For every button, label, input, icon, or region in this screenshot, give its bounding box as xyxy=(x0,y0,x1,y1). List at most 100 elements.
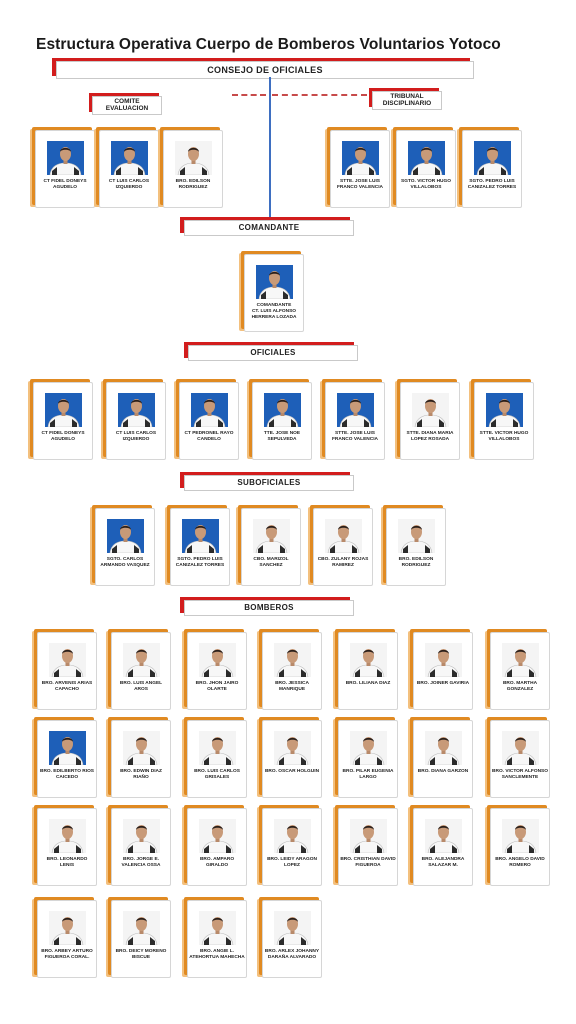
member-name: BRO. JOINER GAVIRIA xyxy=(416,681,470,686)
member-photo xyxy=(425,643,462,677)
member-photo xyxy=(253,519,290,553)
member-card: SGTO. PEDRO LUIS CANIZALEZ TORRES xyxy=(170,508,230,586)
portrait-icon xyxy=(264,393,301,427)
portrait-icon xyxy=(118,393,155,427)
member-photo xyxy=(502,731,539,765)
member-card: CT LUIS CARLOS IZQUIERDO xyxy=(99,130,159,208)
portrait-icon xyxy=(45,393,82,427)
member-name: BRO. ANGELO DAVID ROMERO xyxy=(495,857,545,868)
member-name: BRO. LILIANA DIAZ xyxy=(345,681,391,686)
portrait-icon xyxy=(486,393,523,427)
portrait-icon xyxy=(274,643,311,677)
member-photo xyxy=(175,141,212,175)
comite-banner: COMITE EVALUACION xyxy=(92,96,162,115)
member-name: BRO. EDILBERTO RIOS CAICEDO xyxy=(39,769,94,780)
portrait-icon xyxy=(256,265,293,299)
member-card: BRO. EDILSON RODRIGUEZ xyxy=(386,508,446,586)
member-card: CT PEDRONEL RAYO CANDELO xyxy=(179,382,239,460)
member-card: BRO. AMPARO GIRALDO xyxy=(187,808,247,886)
member-photo xyxy=(502,643,539,677)
member-card: BRO. ARLEX JOHANNY DARAÑA ALVARADO xyxy=(262,900,322,978)
portrait-icon xyxy=(199,643,236,677)
member-name: STTE. JOSE LUIS FRANCO VALENCIA xyxy=(336,179,383,190)
member-card: CT FIDEL DONEYS AGUDELO xyxy=(33,382,93,460)
member-name: CT PEDRONEL RAYO CANDELO xyxy=(184,431,234,442)
member-name: BRO. LUIS ANGEL AROS xyxy=(119,681,163,692)
member-card: CT FIDEL DONEYS AGUDELO xyxy=(35,130,95,208)
member-name: BRO. AMPARO GIRALDO xyxy=(199,857,235,868)
member-name: SGTO. CARLOS ARMANDO VASQUEZ xyxy=(100,557,150,568)
member-photo xyxy=(408,141,445,175)
member-name: BRO. ARLEX JOHANNY DARAÑA ALVARADO xyxy=(264,949,320,960)
member-photo xyxy=(49,731,86,765)
portrait-icon xyxy=(502,731,539,765)
member-card: STTE. DIANA MARIA LOPEZ ROSADA xyxy=(400,382,460,460)
member-name: BRO. JORGE E. VALENCIA OSSA xyxy=(121,857,161,868)
member-photo xyxy=(107,519,144,553)
member-photo xyxy=(412,393,449,427)
member-name: BRO. PILAR EUGENIA LARGO xyxy=(342,769,394,780)
portrait-icon xyxy=(107,519,144,553)
member-photo xyxy=(425,819,462,853)
member-card: BRO. VICTOR ALFONSO SANCLEMENTE xyxy=(490,720,550,798)
portrait-icon xyxy=(425,819,462,853)
member-card: BRO. EDILBERTO RIOS CAICEDO xyxy=(37,720,97,798)
member-name: CT LUIS CARLOS IZQUIERDO xyxy=(115,431,157,442)
member-name: BRO. EDILSON RODRIGUEZ xyxy=(398,557,434,568)
portrait-icon xyxy=(123,731,160,765)
member-name: CT LUIS CARLOS IZQUIERDO xyxy=(108,179,150,190)
member-photo xyxy=(47,141,84,175)
portrait-icon xyxy=(408,141,445,175)
portrait-icon xyxy=(502,643,539,677)
member-card: BRO. DEICY MORENO BISCUE xyxy=(111,900,171,978)
member-photo xyxy=(264,393,301,427)
member-fullname: CT. LUIS ALFONSO HERRERA LOZADA xyxy=(251,309,297,320)
member-name: BRO. EDWIN DIAZ RIAÑO xyxy=(120,769,162,780)
member-card: SGTO. VICTOR HUGO VILLALOBOS xyxy=(396,130,456,208)
tribunal-banner: TRIBUNAL DISCIPLINARIO xyxy=(372,91,442,110)
member-photo xyxy=(118,393,155,427)
portrait-icon xyxy=(253,519,290,553)
member-role: COMANDANTE xyxy=(256,303,292,308)
member-photo xyxy=(337,393,374,427)
portrait-icon xyxy=(191,393,228,427)
member-name: CBO. ZULANY ROJAS RAMIREZ xyxy=(317,557,369,568)
member-photo xyxy=(111,141,148,175)
member-card: BRO. ANGELO DAVID ROMERO xyxy=(490,808,550,886)
portrait-icon xyxy=(49,643,86,677)
member-name: BRO. DIANA GARZON xyxy=(417,769,469,774)
member-name: SGTO. PEDRO LUIS CANIZALEZ TORRES xyxy=(467,179,517,190)
member-card: BRO. ARVENIS ARIAS CAPACHO xyxy=(37,632,97,710)
member-photo xyxy=(182,519,219,553)
portrait-icon xyxy=(274,819,311,853)
member-name: BRO. CRISTHIAN DAVID FIGUEROA xyxy=(340,857,396,868)
portrait-icon xyxy=(425,731,462,765)
page-title: Estructura Operativa Cuerpo de Bomberos … xyxy=(36,36,501,53)
member-card: BRO. JHON JAIRO OLARTE xyxy=(187,632,247,710)
portrait-icon xyxy=(123,643,160,677)
oficiales-banner: OFICIALES xyxy=(188,345,358,361)
member-name: BRO. OSCAR HOLGUIN xyxy=(264,769,320,774)
connector-line xyxy=(269,77,271,220)
member-photo xyxy=(325,519,362,553)
member-name: BRO. LEONARDO LENIS xyxy=(46,857,88,868)
member-name: BRO. JHON JAIRO OLARTE xyxy=(195,681,239,692)
member-photo xyxy=(256,265,293,299)
member-name: TTE. JOSE NOE SEPULVEDA xyxy=(263,431,301,442)
member-card: STTE. VICTOR HUGO VILLALOBOS xyxy=(474,382,534,460)
member-name: BRO. ANGIE L. ATEHORTUA MAHECHA xyxy=(189,949,245,960)
portrait-icon xyxy=(274,731,311,765)
portrait-icon xyxy=(398,519,435,553)
portrait-icon xyxy=(49,731,86,765)
portrait-icon xyxy=(350,731,387,765)
member-card: BRO. JESSICA MANRIQUE xyxy=(262,632,322,710)
member-card: BRO. EDWIN DIAZ RIAÑO xyxy=(111,720,171,798)
member-card: STTE. JOSE LUIS FRANCO VALENCIA xyxy=(330,130,390,208)
portrait-icon xyxy=(47,141,84,175)
member-photo xyxy=(502,819,539,853)
member-photo xyxy=(274,643,311,677)
member-name: STTE. VICTOR HUGO VILLALOBOS xyxy=(479,431,529,442)
member-photo xyxy=(350,731,387,765)
